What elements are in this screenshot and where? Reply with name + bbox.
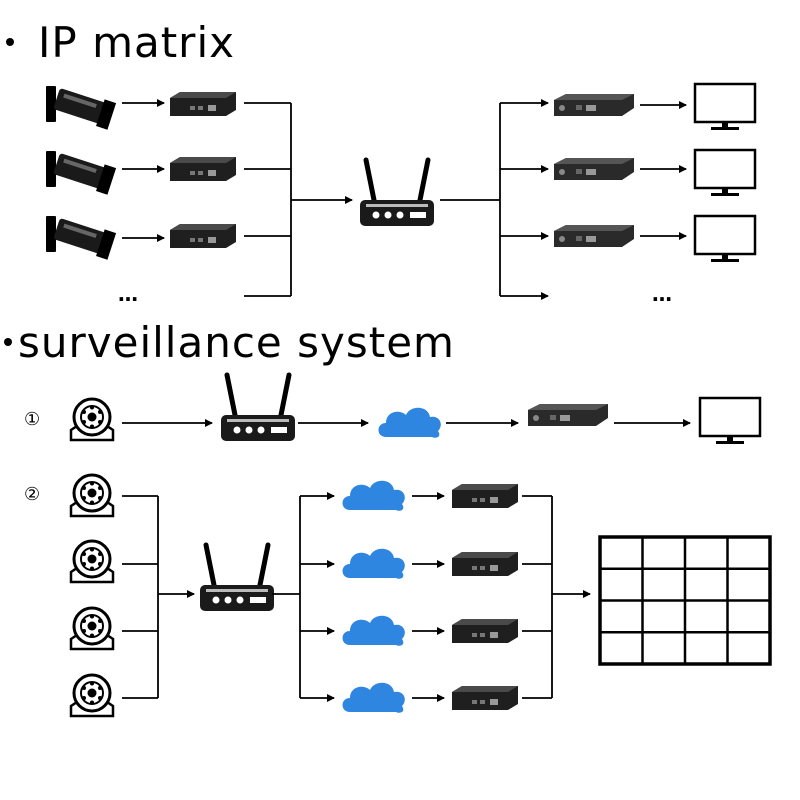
decoder-icon: [528, 404, 608, 426]
monitor-icon: [698, 396, 762, 446]
cloud-icon: [342, 682, 405, 713]
encoder-icon: [452, 619, 518, 643]
dome-camera-icon: [69, 673, 115, 718]
router-icon: [360, 160, 434, 226]
ip-matrix-diagram: [46, 82, 757, 300]
encoder-icon: [452, 552, 518, 576]
dome-camera-icon: [69, 473, 115, 518]
section-title-surveillance: surveillance system: [4, 322, 455, 364]
decoder-icon: [554, 225, 634, 247]
camera-icon: [46, 150, 117, 195]
scenario-one-marker: ①: [24, 409, 41, 430]
decoder-icon: [554, 94, 634, 116]
monitor-icon: [693, 82, 757, 132]
surveillance-scenario-two: [69, 473, 772, 718]
encoder-icon: [452, 686, 518, 710]
dome-camera-icon: [69, 397, 115, 442]
encoder-icon: [170, 224, 236, 248]
more-cameras-ellipsis: …: [118, 282, 141, 306]
camera-icon: [46, 215, 117, 260]
encoder-icon: [452, 484, 518, 508]
surveillance-title: surveillance system: [18, 318, 455, 367]
monitor-icon: [693, 214, 757, 264]
cloud-icon: [342, 480, 405, 511]
scenario-two-marker: ②: [24, 484, 41, 505]
bullet-icon: [4, 337, 12, 346]
video-wall-icon: [598, 535, 772, 666]
more-monitors-ellipsis: …: [652, 282, 675, 306]
section-title-ip-matrix: IP matrix: [6, 22, 235, 64]
cloud-icon: [342, 615, 405, 646]
bullet-icon: [6, 37, 14, 46]
encoder-icon: [170, 92, 236, 116]
surveillance-scenario-one: [69, 375, 762, 446]
dome-camera-icon: [69, 539, 115, 584]
decoder-icon: [554, 158, 634, 180]
router-icon: [200, 545, 274, 611]
cloud-icon: [342, 548, 405, 579]
camera-icon: [46, 85, 117, 130]
encoder-icon: [170, 157, 236, 181]
monitor-icon: [693, 148, 757, 198]
dome-camera-icon: [69, 606, 115, 651]
cloud-icon: [378, 407, 441, 438]
ip-matrix-title: IP matrix: [38, 18, 235, 67]
router-icon: [221, 375, 295, 441]
